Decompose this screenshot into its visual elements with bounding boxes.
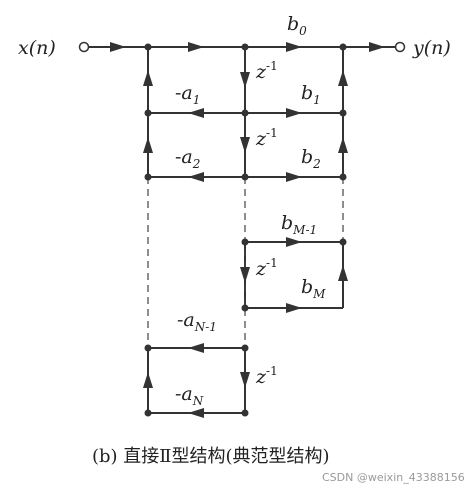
- node: [144, 173, 152, 181]
- node: [339, 173, 347, 181]
- arrow-b0: [286, 42, 302, 52]
- output-terminal: [394, 41, 406, 53]
- figure-caption: (b) 直接Ⅱ型结构(典范型结构): [92, 446, 330, 467]
- arrow-bm: [286, 303, 302, 313]
- arrow-delay-n: [240, 372, 250, 388]
- coef-an1: -aN-1: [177, 309, 217, 334]
- arrow-a1: [188, 108, 204, 118]
- delay-label-2: z-1: [255, 126, 278, 150]
- coef-a1: -a1: [175, 82, 200, 107]
- node: [241, 344, 249, 352]
- arrow-bm1: [286, 237, 302, 247]
- delay-label-1: z-1: [255, 59, 278, 83]
- coef-b2: b2: [301, 146, 321, 171]
- arrow-an1: [188, 343, 204, 353]
- node: [339, 43, 347, 51]
- arrow-b1: [286, 108, 302, 118]
- arrowheads: [110, 42, 385, 418]
- arrow-b2: [286, 172, 302, 182]
- node: [339, 109, 347, 117]
- output-label: y(n): [412, 37, 451, 59]
- node: [144, 409, 152, 417]
- coef-bm: bM: [301, 276, 326, 301]
- arrow-output: [369, 42, 385, 52]
- arrow-input: [110, 42, 126, 52]
- node: [241, 109, 249, 117]
- input-terminal: [78, 41, 90, 53]
- coef-a2: -a2: [175, 146, 200, 171]
- watermark: CSDN @weixin_43388156: [322, 471, 465, 484]
- arrow-sum-m: [338, 265, 348, 281]
- node: [144, 344, 152, 352]
- arrow-delay-2: [240, 137, 250, 153]
- arrow-a2: [188, 172, 204, 182]
- coef-b1: b1: [301, 82, 321, 107]
- delay-label-m: z-1: [255, 256, 278, 280]
- arrow-feedback-2: [143, 137, 153, 153]
- node: [339, 238, 347, 246]
- coef-an: -aN: [175, 383, 204, 408]
- node: [144, 43, 152, 51]
- node: [241, 304, 249, 312]
- arrow-an: [188, 408, 204, 418]
- coef-b0: b0: [287, 13, 307, 38]
- delay-label-n: z-1: [255, 364, 278, 388]
- node: [241, 43, 249, 51]
- nodes: [78, 41, 406, 417]
- arrow-delay-m: [240, 267, 250, 283]
- arrow-feedback-1: [143, 70, 153, 86]
- graph-edges: [89, 46, 395, 414]
- arrow-feedback-n: [143, 372, 153, 388]
- arrow-delay-1: [240, 72, 250, 88]
- arrow-sum-1: [338, 70, 348, 86]
- arrow-top-1: [188, 42, 204, 52]
- node: [241, 409, 249, 417]
- node: [241, 238, 249, 246]
- input-label: x(n): [18, 37, 56, 59]
- node: [241, 173, 249, 181]
- arrow-sum-2: [338, 137, 348, 153]
- coef-bm1: bM-1: [281, 212, 317, 237]
- ellipsis-dashes: [147, 177, 344, 348]
- node: [144, 109, 152, 117]
